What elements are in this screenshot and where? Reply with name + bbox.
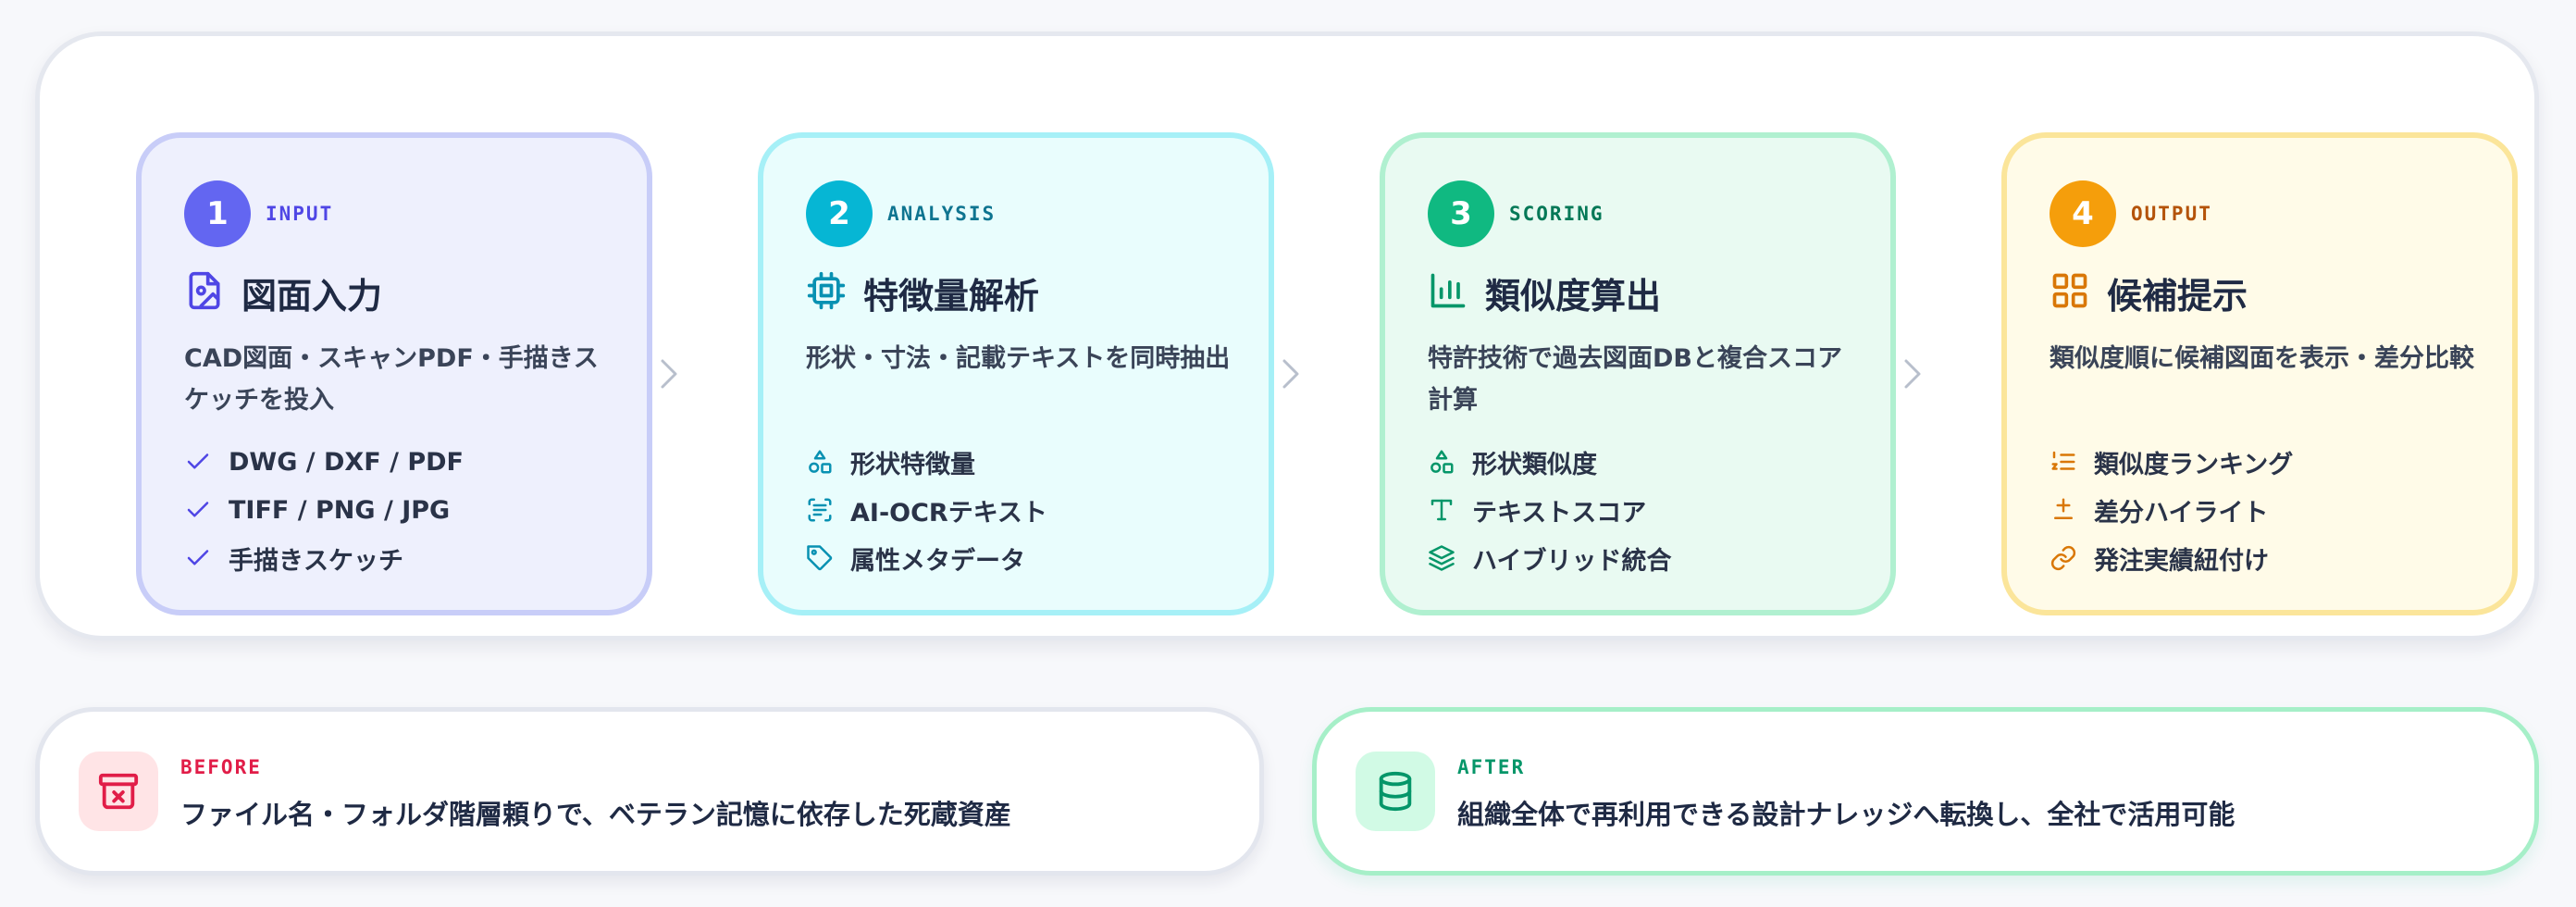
step-description: 特許技術で過去図面DBと複合スコア計算	[1428, 344, 1842, 415]
chevron-right-icon	[1282, 359, 1299, 389]
feature-item: 形状類似度	[1428, 443, 1597, 480]
text-type-icon	[1430, 499, 1453, 521]
feature-label: 類似度ランキング	[2094, 450, 2294, 479]
step-description: 類似度順に候補図面を表示・差分比較	[2050, 344, 2474, 373]
feature-label: 差分ハイライト	[2094, 498, 2269, 528]
database-icon	[1379, 771, 1412, 812]
after-card: AFTER 組織全体で再利用できる設計ナレッジへ転換し、全社で活用可能	[1312, 707, 2539, 876]
feature-label: TIFF / PNG / JPG	[229, 495, 451, 525]
shapes-icon	[809, 450, 832, 474]
chevron-right-icon	[1904, 359, 1921, 389]
feature-item: テキストスコア	[1428, 491, 1646, 528]
after-icon-box	[1356, 752, 1435, 831]
step-description: CAD図面・スキャンPDF・手描きスケッチを投入	[184, 344, 599, 415]
step-title: 候補提示	[2107, 276, 2248, 317]
check-icon	[187, 454, 209, 469]
after-label: AFTER	[1457, 756, 1526, 778]
check-icon	[187, 502, 209, 517]
feature-label: 手描きスケッチ	[229, 546, 403, 576]
feature-label: 発注実績紐付け	[2094, 546, 2269, 576]
feature-item: 属性メタデータ	[806, 540, 1025, 577]
before-text: ファイル名・フォルダ階層頼りで、ベテラン記憶に依存した死蔵資産	[180, 799, 1011, 830]
chevron-right-icon	[661, 359, 677, 389]
feature-item: 形状特徴量	[806, 443, 975, 480]
image-file-icon	[189, 271, 220, 310]
feature-label: 属性メタデータ	[850, 546, 1025, 576]
ranked-list-icon	[2051, 451, 2075, 470]
feature-item: 類似度ランキング	[2050, 443, 2293, 480]
step-tag: OUTPUT	[2131, 203, 2212, 225]
feature-label: AI-OCRテキスト	[850, 498, 1047, 528]
grid-icon	[2052, 273, 2087, 308]
step-card-analysis: 2 ANALYSIS 特徴量解析 形状・寸法・記載テキストを同時抽出 形状特徴量…	[758, 132, 1274, 615]
step-tag: ANALYSIS	[887, 203, 997, 225]
before-card: BEFORE ファイル名・フォルダ階層頼りで、ベテラン記憶に依存した死蔵資産	[35, 707, 1264, 876]
step-card-input: 1 INPUT 図面入力 CAD図面・スキャンPDF・手描きスケッチを投入 DW…	[136, 132, 652, 615]
process-panel: 1 INPUT 図面入力 CAD図面・スキャンPDF・手描きスケッチを投入 DW…	[35, 31, 2539, 640]
plus-minus-icon	[2054, 498, 2073, 519]
step-title: 特徴量解析	[863, 276, 1040, 317]
step-card-output: 4 OUTPUT 候補提示 類似度順に候補図面を表示・差分比較 類似度ランキング…	[2001, 132, 2518, 615]
feature-item: TIFF / PNG / JPG	[184, 491, 450, 528]
step-card-scoring: 3 SCORING 類似度算出 特許技術で過去図面DBと複合スコア計算 形状類似…	[1380, 132, 1896, 615]
step-tag: INPUT	[266, 203, 334, 225]
step-title: 類似度算出	[1485, 276, 1662, 317]
after-text: 組織全体で再利用できる設計ナレッジへ転換し、全社で活用可能	[1457, 799, 2235, 830]
feature-label: 形状類似度	[1472, 450, 1597, 479]
step-number-badge: 3	[1428, 180, 1494, 247]
cpu-chip-icon	[807, 271, 846, 310]
layers-icon	[1429, 545, 1455, 571]
feature-label: 形状特徴量	[850, 450, 975, 479]
step-number-badge: 1	[184, 180, 251, 247]
tag-icon	[807, 545, 833, 571]
scan-text-icon	[808, 498, 832, 522]
step-title: 図面入力	[242, 276, 383, 317]
feature-label: ハイブリッド統合	[1472, 546, 1672, 576]
feature-item: AI-OCRテキスト	[806, 491, 1047, 528]
feature-label: テキストスコア	[1472, 498, 1647, 528]
check-icon	[187, 550, 209, 565]
bar-chart-icon	[1430, 273, 1466, 308]
link-icon	[2050, 545, 2076, 571]
feature-item: 発注実績紐付け	[2050, 540, 2269, 577]
feature-item: 手描きスケッチ	[184, 540, 403, 577]
feature-label: DWG / DXF / PDF	[229, 447, 464, 477]
step-number-badge: 2	[806, 180, 873, 247]
before-label: BEFORE	[180, 756, 262, 778]
shapes-icon	[1430, 450, 1454, 474]
step-tag: SCORING	[1509, 203, 1604, 225]
feature-item: 差分ハイライト	[2050, 491, 2268, 528]
step-description: 形状・寸法・記載テキストを同時抽出	[806, 344, 1231, 373]
before-icon-box	[79, 752, 158, 831]
feature-item: DWG / DXF / PDF	[184, 443, 464, 480]
feature-item: ハイブリッド統合	[1428, 540, 1671, 577]
archive-x-icon	[98, 773, 139, 810]
step-number-badge: 4	[2050, 180, 2116, 247]
